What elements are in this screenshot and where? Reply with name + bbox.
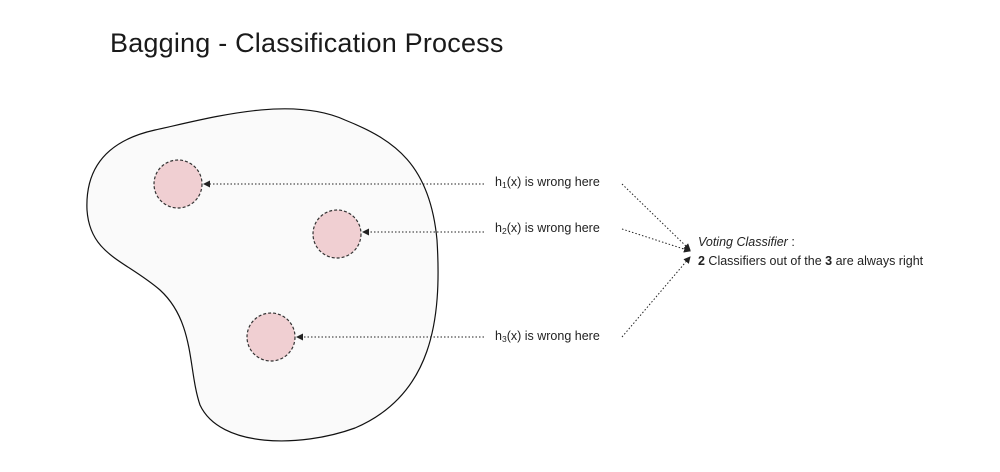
error-region-2	[312, 209, 362, 259]
voting-rule-line: 2 Classifiers out of the 3 are always ri…	[698, 252, 923, 271]
voting-count-right: 2	[698, 254, 705, 268]
voting-heading-sep: :	[787, 235, 795, 249]
error-label-text: (x) is wrong here	[506, 221, 600, 235]
arrow-to-voting-2	[621, 228, 691, 253]
classifier-index: 1	[501, 180, 507, 190]
error-region-3	[246, 312, 296, 362]
error-label-text: (x) is wrong here	[506, 329, 600, 343]
classifier-symbol: h	[495, 221, 502, 235]
page-title: Bagging - Classification Process	[110, 28, 504, 58]
error-region-1	[153, 159, 203, 209]
voting-end-text: are always right	[832, 254, 924, 268]
arrow-to-voting-3	[621, 256, 691, 338]
data-space-region	[86, 108, 439, 442]
voting-classifier-note: Voting Classifier : 2 Classifiers out of…	[698, 233, 923, 271]
classifier-index: 2	[501, 226, 507, 236]
voting-heading: Voting Classifier	[698, 235, 788, 249]
voting-total: 3	[825, 254, 833, 268]
classifier-symbol: h	[495, 175, 502, 189]
error-label-text: (x) is wrong here	[506, 175, 600, 189]
error-label-h2: h2(x) is wrong here	[495, 221, 600, 236]
error-label-h1: h1(x) is wrong here	[495, 175, 600, 190]
voting-mid-text: Classifiers out of the	[704, 254, 826, 268]
error-label-h3: h3(x) is wrong here	[495, 329, 600, 344]
classifier-index: 3	[501, 334, 507, 344]
voting-heading-line: Voting Classifier :	[698, 233, 923, 252]
classifier-symbol: h	[495, 329, 502, 343]
